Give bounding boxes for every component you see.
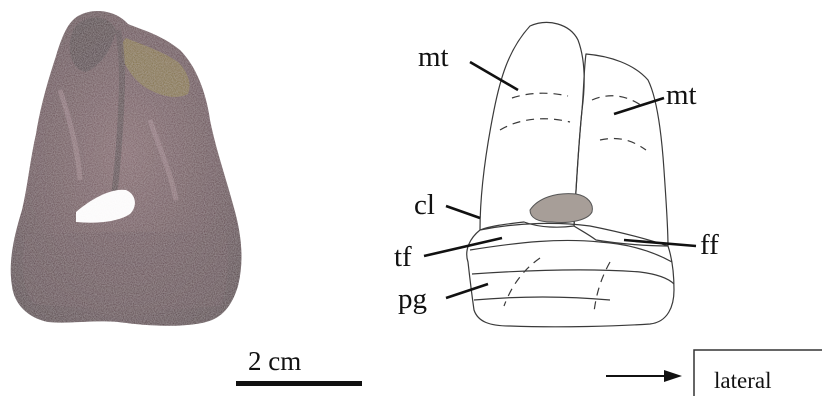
label-ff: ff: [700, 229, 719, 261]
leader-mt-left: [470, 62, 518, 90]
leader-lines: [424, 62, 696, 298]
drawing-facet-lines: [470, 240, 674, 300]
orientation-arrow-head: [664, 370, 682, 382]
drawing-foramen-shaded: [530, 194, 592, 223]
drawing-lower-body: [467, 230, 674, 327]
specimen-photo: [11, 11, 242, 326]
specimen-drawing: [467, 22, 674, 326]
scale-bar: 2 cm: [236, 346, 362, 386]
specimen-photo-lower-band: [23, 232, 228, 310]
scale-bar-label: 2 cm: [248, 346, 301, 376]
orientation-indicator: lateral: [606, 350, 822, 396]
drawing-right-metatarsal: [574, 54, 668, 246]
label-pg: pg: [398, 283, 427, 315]
label-tf: tf: [394, 241, 412, 273]
orientation-label: lateral: [714, 368, 771, 393]
label-mt-right: mt: [666, 79, 697, 111]
label-cl: cl: [414, 189, 435, 221]
scale-bar-line: [236, 381, 362, 386]
leader-pg: [446, 284, 488, 298]
leader-cl: [446, 206, 480, 218]
label-mt-left: mt: [418, 41, 449, 73]
